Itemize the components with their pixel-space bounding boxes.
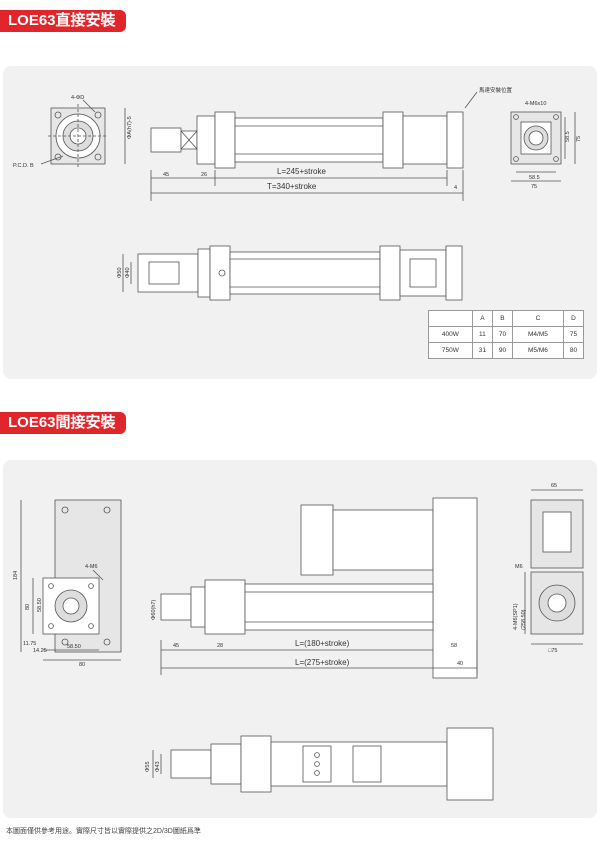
dim-phi50: Φ50 bbox=[117, 267, 123, 278]
dim-40: 40 bbox=[457, 661, 463, 667]
actuator-motor-side-view bbox=[160, 497, 478, 679]
table-cell: 70 bbox=[491, 326, 514, 343]
flange-front-view bbox=[40, 99, 126, 168]
sensor-position-label: 馬達安裝位置 bbox=[479, 86, 513, 94]
table-cell: 400W bbox=[428, 326, 473, 343]
dim-L180: L=(180+stroke) bbox=[295, 639, 350, 648]
hole-callout: 4-ΦD bbox=[71, 95, 84, 101]
spec-table: A B C D 400W 11 70 M4/M5 75 750W 31 90 M… bbox=[428, 310, 585, 359]
dim-T: T=340+stroke bbox=[267, 182, 317, 191]
dim-L: L=245+stroke bbox=[277, 167, 326, 176]
end-holes-callout: 4-M6x10 bbox=[525, 101, 546, 107]
table-cell: M5/M6 bbox=[512, 342, 564, 359]
dim-75: □75 bbox=[548, 648, 557, 654]
dim-75-v: 75 bbox=[576, 136, 582, 142]
dimension-lines bbox=[150, 170, 464, 201]
pcd-label: P.C.D. B bbox=[13, 163, 34, 169]
dim-585-h: 58.50 bbox=[67, 644, 81, 650]
dim-184: 184 bbox=[13, 571, 19, 580]
dim-1175: 11.75 bbox=[23, 641, 36, 647]
section-title-direct: LOE63直接安裝 bbox=[0, 10, 126, 32]
table-cell: 75 bbox=[562, 326, 585, 343]
drawing-direct: 4-ΦD P.C.D. B ΦA(h7)-5 45 26 L=245+strok… bbox=[13, 86, 582, 301]
dim-4: 4 bbox=[454, 185, 457, 191]
drawing-panel-direct: 4-ΦD P.C.D. B ΦA(h7)-5 45 26 L=245+strok… bbox=[3, 66, 597, 379]
table-cell: 31 bbox=[471, 342, 493, 359]
dim-585-v: 58.5 bbox=[565, 131, 571, 142]
dim-45: 45 bbox=[173, 643, 179, 649]
section-title-indirect: LOE63間接安裝 bbox=[0, 412, 126, 434]
dim-m6: M6 bbox=[515, 564, 523, 570]
dim-75-h: 75 bbox=[531, 184, 537, 190]
table-cell: 11 bbox=[471, 326, 493, 343]
dim-26: 26 bbox=[201, 172, 207, 178]
dim-phi43: Φ43 bbox=[155, 761, 161, 772]
hole-callout-indirect: 4-M6 bbox=[85, 564, 98, 570]
end-view-indirect bbox=[524, 489, 584, 645]
dim-1425: 14.25 bbox=[33, 648, 47, 654]
dim-phi55: Φ55 bbox=[145, 761, 151, 772]
table-row: 400W 11 70 M4/M5 75 bbox=[428, 326, 585, 343]
footnote: 本圖面僅供參考用途。實際尺寸皆以實際提供之2D/3D圖紙爲準 bbox=[6, 828, 201, 835]
dim-65: 65 bbox=[551, 483, 557, 489]
table-cell: 90 bbox=[491, 342, 514, 359]
dim-585-v: 58.50 bbox=[37, 598, 43, 612]
mount-plate-view bbox=[20, 499, 122, 661]
actuator-top-view bbox=[122, 245, 463, 301]
dim-58: 58 bbox=[451, 643, 457, 649]
dim-45: 45 bbox=[163, 172, 169, 178]
dim-phi60: Φ60(h7) bbox=[151, 600, 157, 620]
table-header-row: A B C D bbox=[428, 310, 585, 327]
drawing-indirect: 184 80 58.50 11.75 14.25 58.50 80 4-M6 Φ… bbox=[13, 483, 584, 801]
table-cell: 80 bbox=[562, 342, 585, 359]
table-cell: M4/M5 bbox=[512, 326, 564, 343]
table-header-cell bbox=[428, 310, 473, 327]
dim-80-h: 80 bbox=[79, 662, 85, 668]
drawing-panel-indirect: 184 80 58.50 11.75 14.25 58.50 80 4-M6 Φ… bbox=[3, 460, 597, 818]
end-view bbox=[510, 111, 576, 182]
actuator-side-view bbox=[150, 91, 478, 169]
table-header-cell: C bbox=[512, 310, 564, 327]
dim-side2: (258.50) bbox=[521, 609, 527, 630]
table-cell: 750W bbox=[428, 342, 473, 359]
dim-80: 80 bbox=[25, 604, 31, 610]
table-header-cell: D bbox=[562, 310, 585, 327]
dim-side1: 4-M6(SP1) bbox=[513, 603, 519, 630]
table-row: 750W 31 90 M5/M6 80 bbox=[428, 342, 585, 359]
table-header-cell: A bbox=[471, 310, 493, 327]
dim-phi40: Φ40 bbox=[125, 267, 131, 278]
dim-585-h: 58.5 bbox=[529, 175, 540, 181]
dim-a: ΦA(h7)-5 bbox=[127, 116, 133, 139]
actuator-motor-top-view bbox=[152, 727, 494, 801]
dim-L275: L=(275+stroke) bbox=[295, 658, 350, 667]
table-header-cell: B bbox=[491, 310, 514, 327]
dim-28: 28 bbox=[217, 643, 223, 649]
